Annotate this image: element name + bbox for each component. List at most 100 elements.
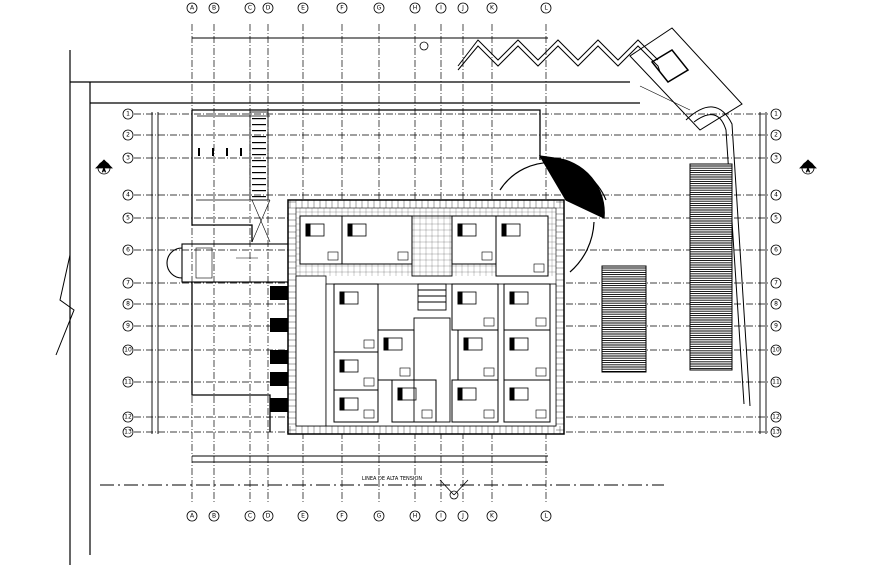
grid-bubble-col-j: J xyxy=(457,510,469,522)
grid-bubble-label: 7 xyxy=(126,280,130,287)
grid-bubble-col-c: C xyxy=(244,510,256,522)
grid-bubble-row-1: 1 xyxy=(122,108,134,120)
grid-bubble-label: 12 xyxy=(124,414,132,421)
grid-bubble-col-f: F xyxy=(336,510,348,522)
section-mark-label: A xyxy=(102,168,106,174)
grid-bubble-col-b: B xyxy=(208,510,220,522)
grid-bubble-col-j: J xyxy=(457,2,469,14)
grid-bubble-col-b: B xyxy=(208,2,220,14)
grid-bubble-row-3: 3 xyxy=(770,152,782,164)
grid-bubble-label: D xyxy=(266,513,271,520)
parking-pad xyxy=(689,163,733,371)
grid-bubble-row-10: 10 xyxy=(122,344,134,356)
guest-room xyxy=(333,351,379,391)
grid-bubble-col-i: I xyxy=(435,2,447,14)
section-mark-east: A xyxy=(799,159,817,175)
grid-bubble-col-f: F xyxy=(336,2,348,14)
grid-bubble-label: 9 xyxy=(126,323,130,330)
grid-bubble-row-7: 7 xyxy=(122,277,134,289)
grid-bubble-label: F xyxy=(340,5,344,12)
grid-bubble-row-7: 7 xyxy=(770,277,782,289)
guest-room xyxy=(333,389,379,423)
section-mark-label: A xyxy=(806,168,810,174)
grid-bubble-label: D xyxy=(266,5,271,12)
grid-bubble-row-2: 2 xyxy=(122,129,134,141)
grid-bubble-col-c: C xyxy=(244,2,256,14)
grid-bubble-label: F xyxy=(340,513,344,520)
grid-bubble-label: 2 xyxy=(126,132,130,139)
grid-bubble-label: I xyxy=(440,513,442,520)
gatehouse xyxy=(629,27,743,131)
section-mark-west: A xyxy=(95,159,113,175)
grid-bubble-row-11: 11 xyxy=(770,376,782,388)
grid-bubble-col-h: H xyxy=(409,510,421,522)
guest-room xyxy=(333,283,379,353)
grid-bubble-row-4: 4 xyxy=(770,189,782,201)
east-driveway xyxy=(685,106,751,407)
grid-bubble-col-a: A xyxy=(186,2,198,14)
grid-bubble-label: 10 xyxy=(772,347,780,354)
grid-bubble-row-13: 13 xyxy=(122,426,134,438)
central-core xyxy=(411,215,453,423)
grid-bubble-col-i: I xyxy=(435,510,447,522)
dimension-rails xyxy=(151,37,767,463)
guest-room xyxy=(457,329,499,381)
grid-bubble-row-1: 1 xyxy=(770,108,782,120)
grid-bubble-label: 1 xyxy=(126,111,130,118)
grid-bubble-row-9: 9 xyxy=(122,320,134,332)
grid-bubble-label: I xyxy=(440,5,442,12)
grid-bubble-label: E xyxy=(301,5,305,12)
grid-bubble-label: 13 xyxy=(772,429,780,436)
guest-room xyxy=(495,215,549,277)
grid-bubble-row-4: 4 xyxy=(122,189,134,201)
guest-room xyxy=(451,379,499,423)
grid-bubble-label: J xyxy=(461,513,464,520)
grid-bubble-label: 6 xyxy=(126,247,130,254)
grid-bubble-label: 12 xyxy=(772,414,780,421)
grid-bubble-col-l: L xyxy=(540,510,552,522)
grid-bubble-label: K xyxy=(490,513,495,520)
grid-bubble-row-13: 13 xyxy=(770,426,782,438)
grid-bubble-label: 2 xyxy=(774,132,778,139)
grid-bubble-row-6: 6 xyxy=(770,244,782,256)
grid-bubble-label: 4 xyxy=(126,192,130,199)
grid-bubble-col-k: K xyxy=(486,510,498,522)
grid-bubble-label: A xyxy=(190,5,195,12)
grid-bubble-label: 4 xyxy=(774,192,778,199)
grid-bubble-label: C xyxy=(248,513,252,520)
grid-bubble-label: G xyxy=(377,513,382,520)
grid-bubble-row-5: 5 xyxy=(770,212,782,224)
grid-bubble-label: 8 xyxy=(774,301,778,308)
guest-room xyxy=(503,379,551,423)
site-boundary xyxy=(55,50,640,565)
guest-room xyxy=(451,283,499,331)
grid-bubble-label: 11 xyxy=(772,379,780,386)
grid-bubble-label: 5 xyxy=(774,215,778,222)
grid-bubble-label: H xyxy=(413,513,418,520)
north-symbol xyxy=(419,41,469,500)
guest-rooms xyxy=(299,215,551,423)
grid-bubble-row-10: 10 xyxy=(770,344,782,356)
grid-bubble-label: L xyxy=(544,5,548,12)
grid-bubble-label: 6 xyxy=(774,247,778,254)
grid-bubble-label: 8 xyxy=(126,301,130,308)
grid-bubble-label: K xyxy=(490,5,495,12)
grid-bubble-row-12: 12 xyxy=(122,411,134,423)
grid-bubble-row-8: 8 xyxy=(770,298,782,310)
guest-room xyxy=(341,215,413,265)
guest-room xyxy=(503,329,551,381)
grid-bubble-label: 7 xyxy=(774,280,778,287)
grid-bubble-row-12: 12 xyxy=(770,411,782,423)
grid-bubble-label: H xyxy=(413,5,418,12)
grid-bubble-label: 9 xyxy=(774,323,778,330)
grid-bubble-row-2: 2 xyxy=(770,129,782,141)
grid-bubble-label: 13 xyxy=(124,429,132,436)
grid-bubble-label: B xyxy=(212,5,216,12)
grid-bubble-label: 5 xyxy=(126,215,130,222)
grid-bubble-label: 3 xyxy=(774,155,778,162)
guest-room xyxy=(377,329,415,381)
grid-bubble-row-9: 9 xyxy=(770,320,782,332)
guest-room xyxy=(451,215,497,265)
